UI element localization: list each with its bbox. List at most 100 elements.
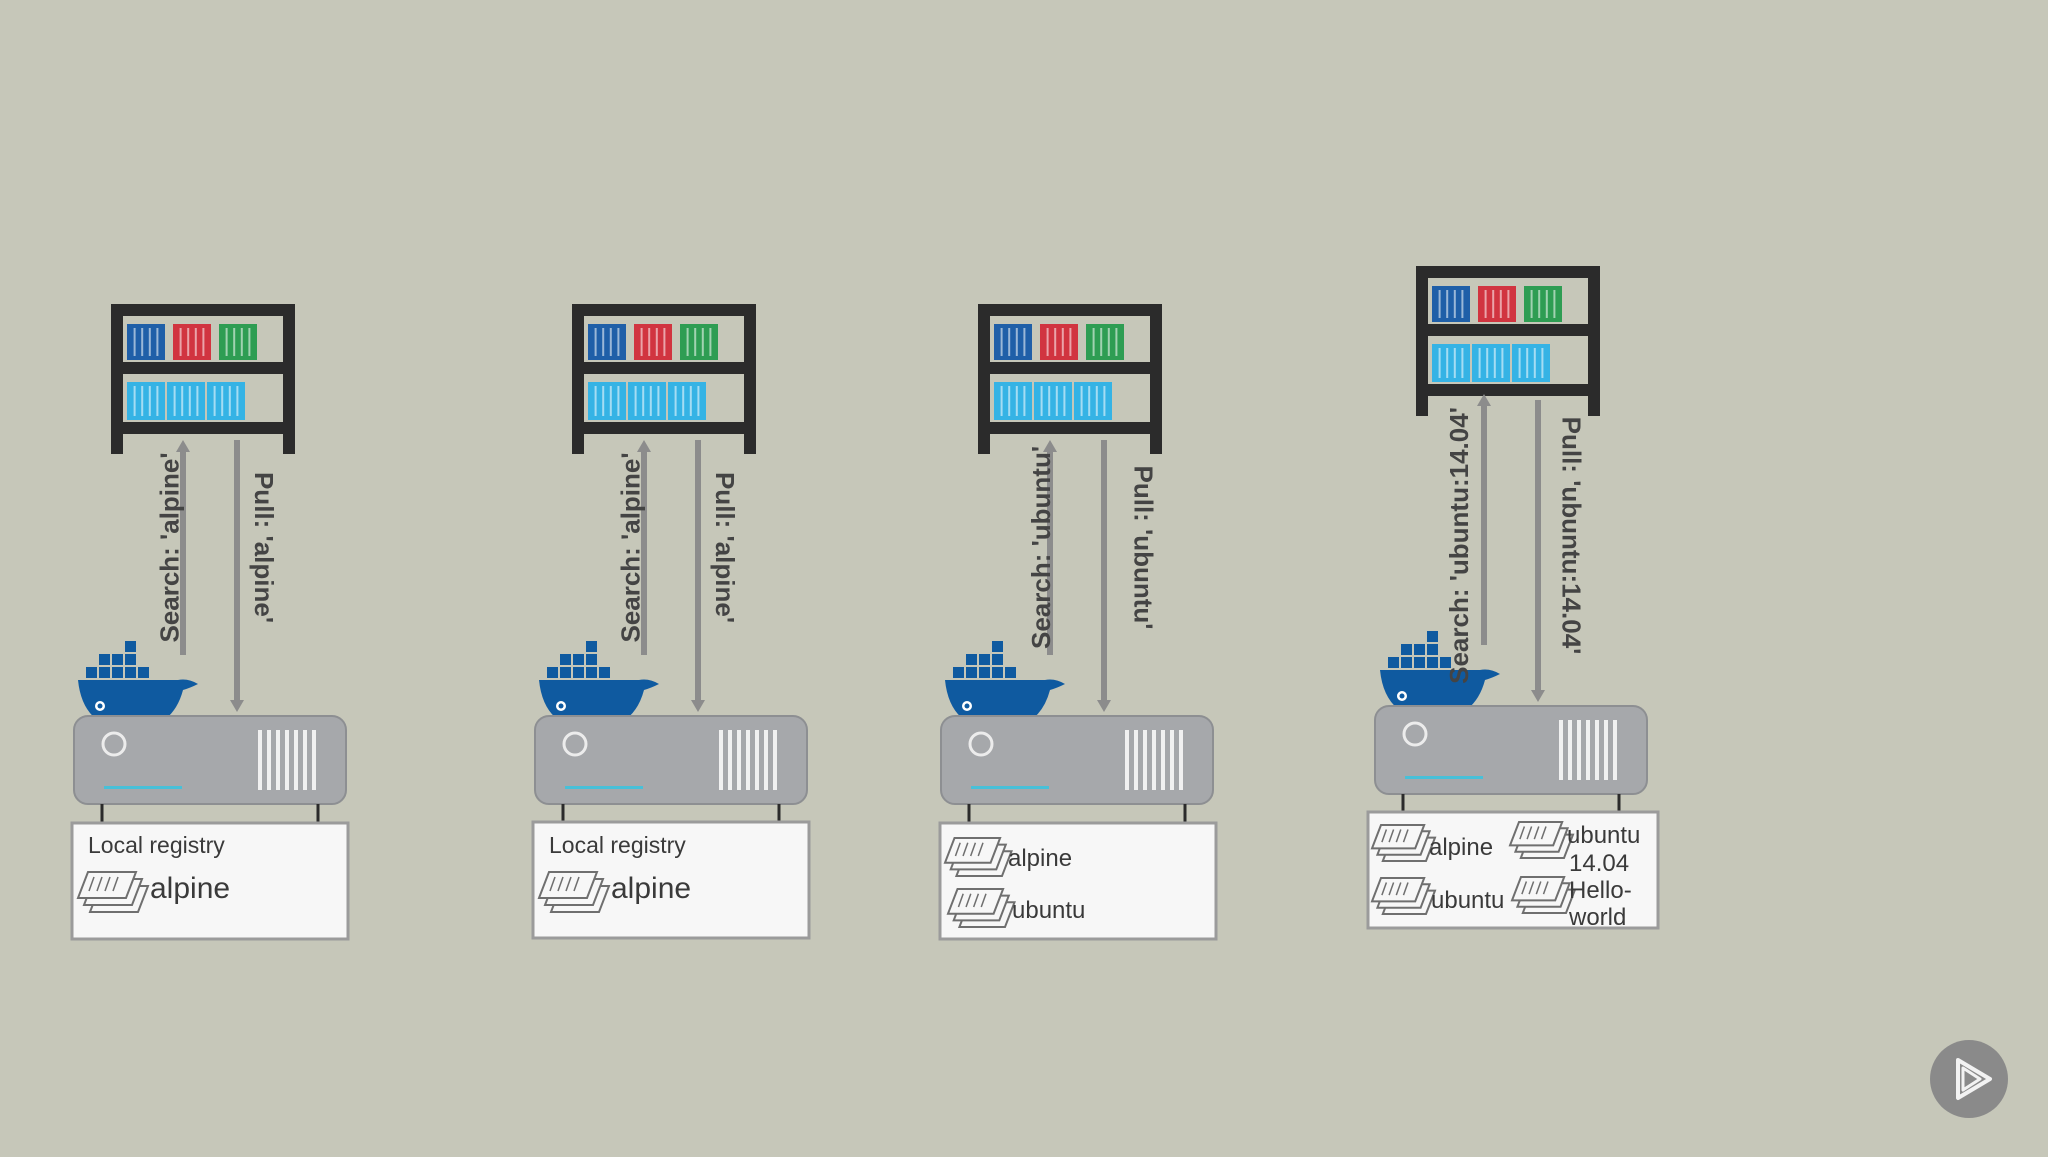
whale-cube <box>112 654 123 665</box>
local-registry-title-1: Local registry <box>88 832 225 858</box>
container-blue <box>588 324 626 360</box>
container-red <box>173 324 211 360</box>
shelf-bottom <box>111 422 295 434</box>
search-label-2: Search: 'alpine' <box>615 452 646 643</box>
shelf-middle <box>1416 324 1600 336</box>
play-icon <box>1956 1058 1992 1100</box>
server-vent <box>1613 720 1617 780</box>
server-vent <box>276 730 280 790</box>
container-red <box>1040 324 1078 360</box>
pull-arrow-head <box>691 700 705 712</box>
whale-cube <box>966 654 977 665</box>
image-layers-icon <box>1370 824 1437 862</box>
whale-cube <box>86 667 97 678</box>
whale-cube <box>125 667 136 678</box>
server-vent <box>728 730 732 790</box>
whale-cube <box>560 667 571 678</box>
container-green <box>219 324 257 360</box>
whale-cube <box>992 667 1003 678</box>
play-button[interactable] <box>1930 1040 2008 1118</box>
server-vent <box>1161 730 1165 790</box>
image-name-alpine-4: alpine <box>1429 834 1494 861</box>
search-arrow-head <box>1043 440 1057 452</box>
image-name-hello-world-line2: world <box>1569 904 1627 931</box>
shelf-bottom <box>978 422 1162 434</box>
whale-cube <box>966 667 977 678</box>
server-vent <box>1152 730 1156 790</box>
container-blue <box>994 324 1032 360</box>
whale-cube <box>586 654 597 665</box>
shelf-bottom <box>1416 384 1600 396</box>
server-vent <box>1179 730 1183 790</box>
whale-cube <box>125 654 136 665</box>
search-label-3: Search: 'ubuntu' <box>1026 445 1057 650</box>
container-lightblue <box>668 382 706 420</box>
shelf-top <box>978 304 1162 316</box>
container-lightblue <box>1074 382 1112 420</box>
image-name-ubuntu-1404-line2: 14.04 <box>1569 850 1630 877</box>
whale-cube <box>1388 657 1399 668</box>
registry-shelf-icon <box>978 304 1162 454</box>
server-power-button <box>562 731 588 757</box>
server-vent <box>1143 730 1147 790</box>
whale-cube <box>1427 644 1438 655</box>
shelf-post-left <box>978 304 990 454</box>
shelf-top <box>572 304 756 316</box>
whale-cube <box>138 667 149 678</box>
server-power-button <box>968 731 994 757</box>
shelf-post-left <box>111 304 123 454</box>
shelf-post-right <box>1588 266 1600 416</box>
image-layers-icon <box>943 837 1013 877</box>
server-vent <box>1595 720 1599 780</box>
image-name-ubuntu-4: ubuntu <box>1431 887 1505 914</box>
container-lightblue <box>127 382 165 420</box>
shelf-post-left <box>1416 266 1428 416</box>
server-vent <box>737 730 741 790</box>
image-layers-icon <box>1508 821 1575 859</box>
whale-cube <box>953 667 964 678</box>
image-layers-icon <box>76 871 150 913</box>
whale-cube <box>1401 657 1412 668</box>
pull-label-3: Pull: 'ubuntu' <box>1128 465 1159 630</box>
image-layers-icon <box>537 871 611 913</box>
container-lightblue <box>1512 344 1550 382</box>
server-vent <box>1559 720 1563 780</box>
shelf-middle <box>572 362 756 374</box>
server-vent <box>285 730 289 790</box>
server-vent <box>773 730 777 790</box>
container-red <box>1478 286 1516 322</box>
pull-arrow-head <box>1531 690 1545 702</box>
server-vent <box>755 730 759 790</box>
container-red <box>634 324 672 360</box>
server-vent <box>746 730 750 790</box>
pull-arrow-head <box>1097 700 1111 712</box>
pull-label-4: Pull: 'ubuntu:14.04' <box>1556 416 1587 655</box>
shelf-post-right <box>283 304 295 454</box>
whale-cube <box>99 667 110 678</box>
server-vent <box>764 730 768 790</box>
server-vent <box>719 730 723 790</box>
container-lightblue <box>1432 344 1470 382</box>
pull-label-1: Pull: 'alpine' <box>249 471 280 624</box>
pull-label-2: Pull: 'alpine' <box>710 471 741 624</box>
container-blue <box>1432 286 1470 322</box>
image-name-alpine-3: alpine <box>1008 845 1073 872</box>
whale-cube <box>599 667 610 678</box>
pull-arrow-head <box>230 700 244 712</box>
container-green <box>1086 324 1124 360</box>
whale-cube <box>1401 644 1412 655</box>
container-lightblue <box>1472 344 1510 382</box>
shelf-post-left <box>572 304 584 454</box>
container-lightblue <box>994 382 1032 420</box>
server-power-button <box>101 731 127 757</box>
registry-shelf-icon <box>111 304 295 454</box>
image-name-ubuntu-1404-line1: ubuntu <box>1567 822 1641 849</box>
whale-cube <box>992 654 1003 665</box>
search-arrow-head <box>176 440 190 452</box>
container-lightblue <box>628 382 666 420</box>
shelf-top <box>1416 266 1600 278</box>
whale-cube <box>979 654 990 665</box>
whale-cube <box>112 667 123 678</box>
whale-cube <box>547 667 558 678</box>
server-vent <box>1568 720 1572 780</box>
